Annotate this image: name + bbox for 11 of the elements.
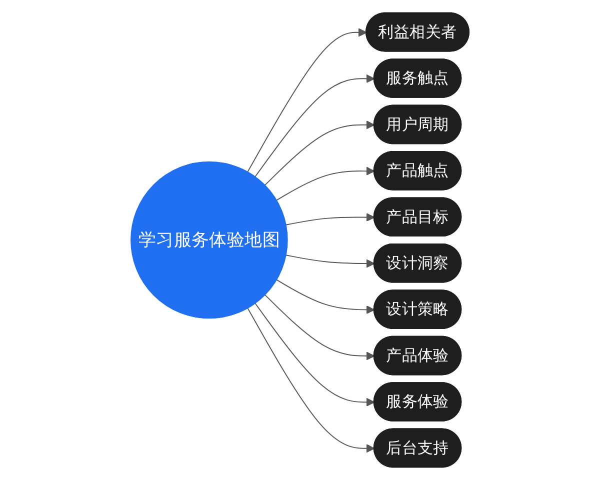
- arrow: [264, 294, 375, 360]
- arrow: [247, 28, 367, 172]
- arrow: [276, 279, 375, 314]
- node-circle: 学习服务体验地图: [130, 161, 288, 319]
- arrow: [276, 166, 375, 201]
- arrow: [247, 308, 375, 453]
- arrow: [285, 212, 375, 226]
- arrow: [254, 74, 375, 178]
- arrow: [264, 120, 375, 186]
- arrow: [254, 302, 375, 406]
- arrow: [285, 254, 375, 268]
